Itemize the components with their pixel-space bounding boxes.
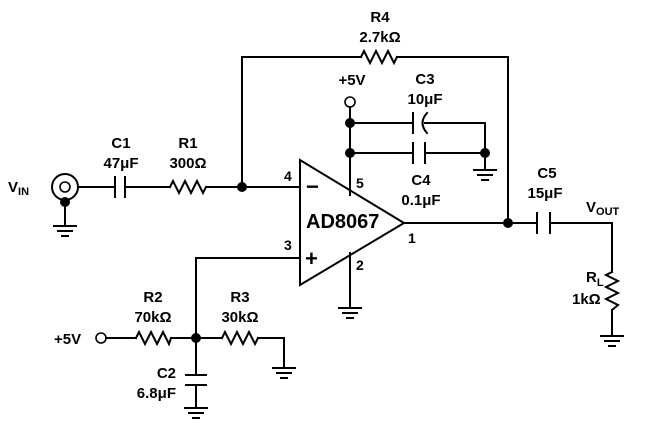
- opamp-minus-sign: −: [306, 174, 319, 199]
- r1-name: R1: [178, 135, 197, 152]
- vout-label: VOUT: [586, 199, 620, 218]
- c1-name: C1: [111, 135, 130, 152]
- c3-value: 10μF: [407, 91, 442, 108]
- capacitor-c3: [412, 111, 429, 135]
- r2-name: R2: [143, 289, 162, 306]
- c5-name: C5: [537, 165, 556, 182]
- r3-value: 30kΩ: [221, 309, 258, 326]
- capacitor-c2: [185, 374, 207, 386]
- capacitor-c5: [536, 212, 551, 234]
- ground-icon: [600, 335, 624, 347]
- r4-name: R4: [370, 9, 390, 26]
- pin-3-label: 3: [284, 237, 292, 253]
- opamp-label: AD8067: [306, 211, 379, 233]
- junction-dot: [480, 148, 490, 158]
- resistor-r4: [359, 48, 399, 66]
- supply-top-label: +5V: [338, 72, 365, 89]
- c2-name: C2: [157, 365, 176, 382]
- r3-name: R3: [230, 289, 249, 306]
- resistor-rl: [603, 270, 621, 312]
- c4-name: C4: [411, 172, 431, 189]
- c5-value: 15μF: [527, 185, 562, 202]
- junction-dot: [191, 333, 201, 343]
- wires: [64, 56, 613, 409]
- r1-value: 300Ω: [169, 155, 206, 172]
- resistor-r3: [220, 329, 260, 347]
- supply-terminal-icon: [95, 332, 107, 344]
- opamp-plus-sign: +: [305, 246, 318, 271]
- ground-icon: [338, 307, 362, 319]
- ground-icon: [473, 169, 497, 181]
- resistor-r2: [134, 329, 173, 347]
- pin-1-label: 1: [408, 230, 416, 246]
- rl-name: RL: [586, 269, 604, 289]
- junction-dot: [503, 218, 513, 228]
- junction-dot: [345, 118, 355, 128]
- ground-icon: [184, 407, 208, 419]
- capacitor-c4: [412, 142, 426, 164]
- junction-dot: [237, 182, 247, 192]
- vin-label: VIN: [8, 179, 29, 198]
- c1-value: 47μF: [103, 155, 138, 172]
- supply-terminal-icon: [344, 96, 356, 108]
- ground-icon: [272, 367, 296, 379]
- c4-value: 0.1μF: [401, 192, 440, 209]
- c2-value: 6.8μF: [137, 385, 176, 402]
- pin-5-label: 5: [356, 175, 364, 191]
- opamp-triangle-icon: [299, 158, 406, 287]
- junction-dot: [345, 148, 355, 158]
- ground-icon: [53, 225, 77, 237]
- pin-4-label: 4: [284, 168, 292, 184]
- coax-connector-icon: [51, 173, 79, 201]
- supply-bias-label: +5V: [54, 331, 81, 348]
- r4-value: 2.7kΩ: [359, 29, 400, 46]
- pin-2-label: 2: [356, 257, 364, 273]
- capacitor-c1: [114, 176, 126, 198]
- resistor-r1: [168, 178, 208, 196]
- rl-value: 1kΩ: [572, 291, 601, 308]
- r2-value: 70kΩ: [134, 309, 171, 326]
- c3-name: C3: [415, 71, 434, 88]
